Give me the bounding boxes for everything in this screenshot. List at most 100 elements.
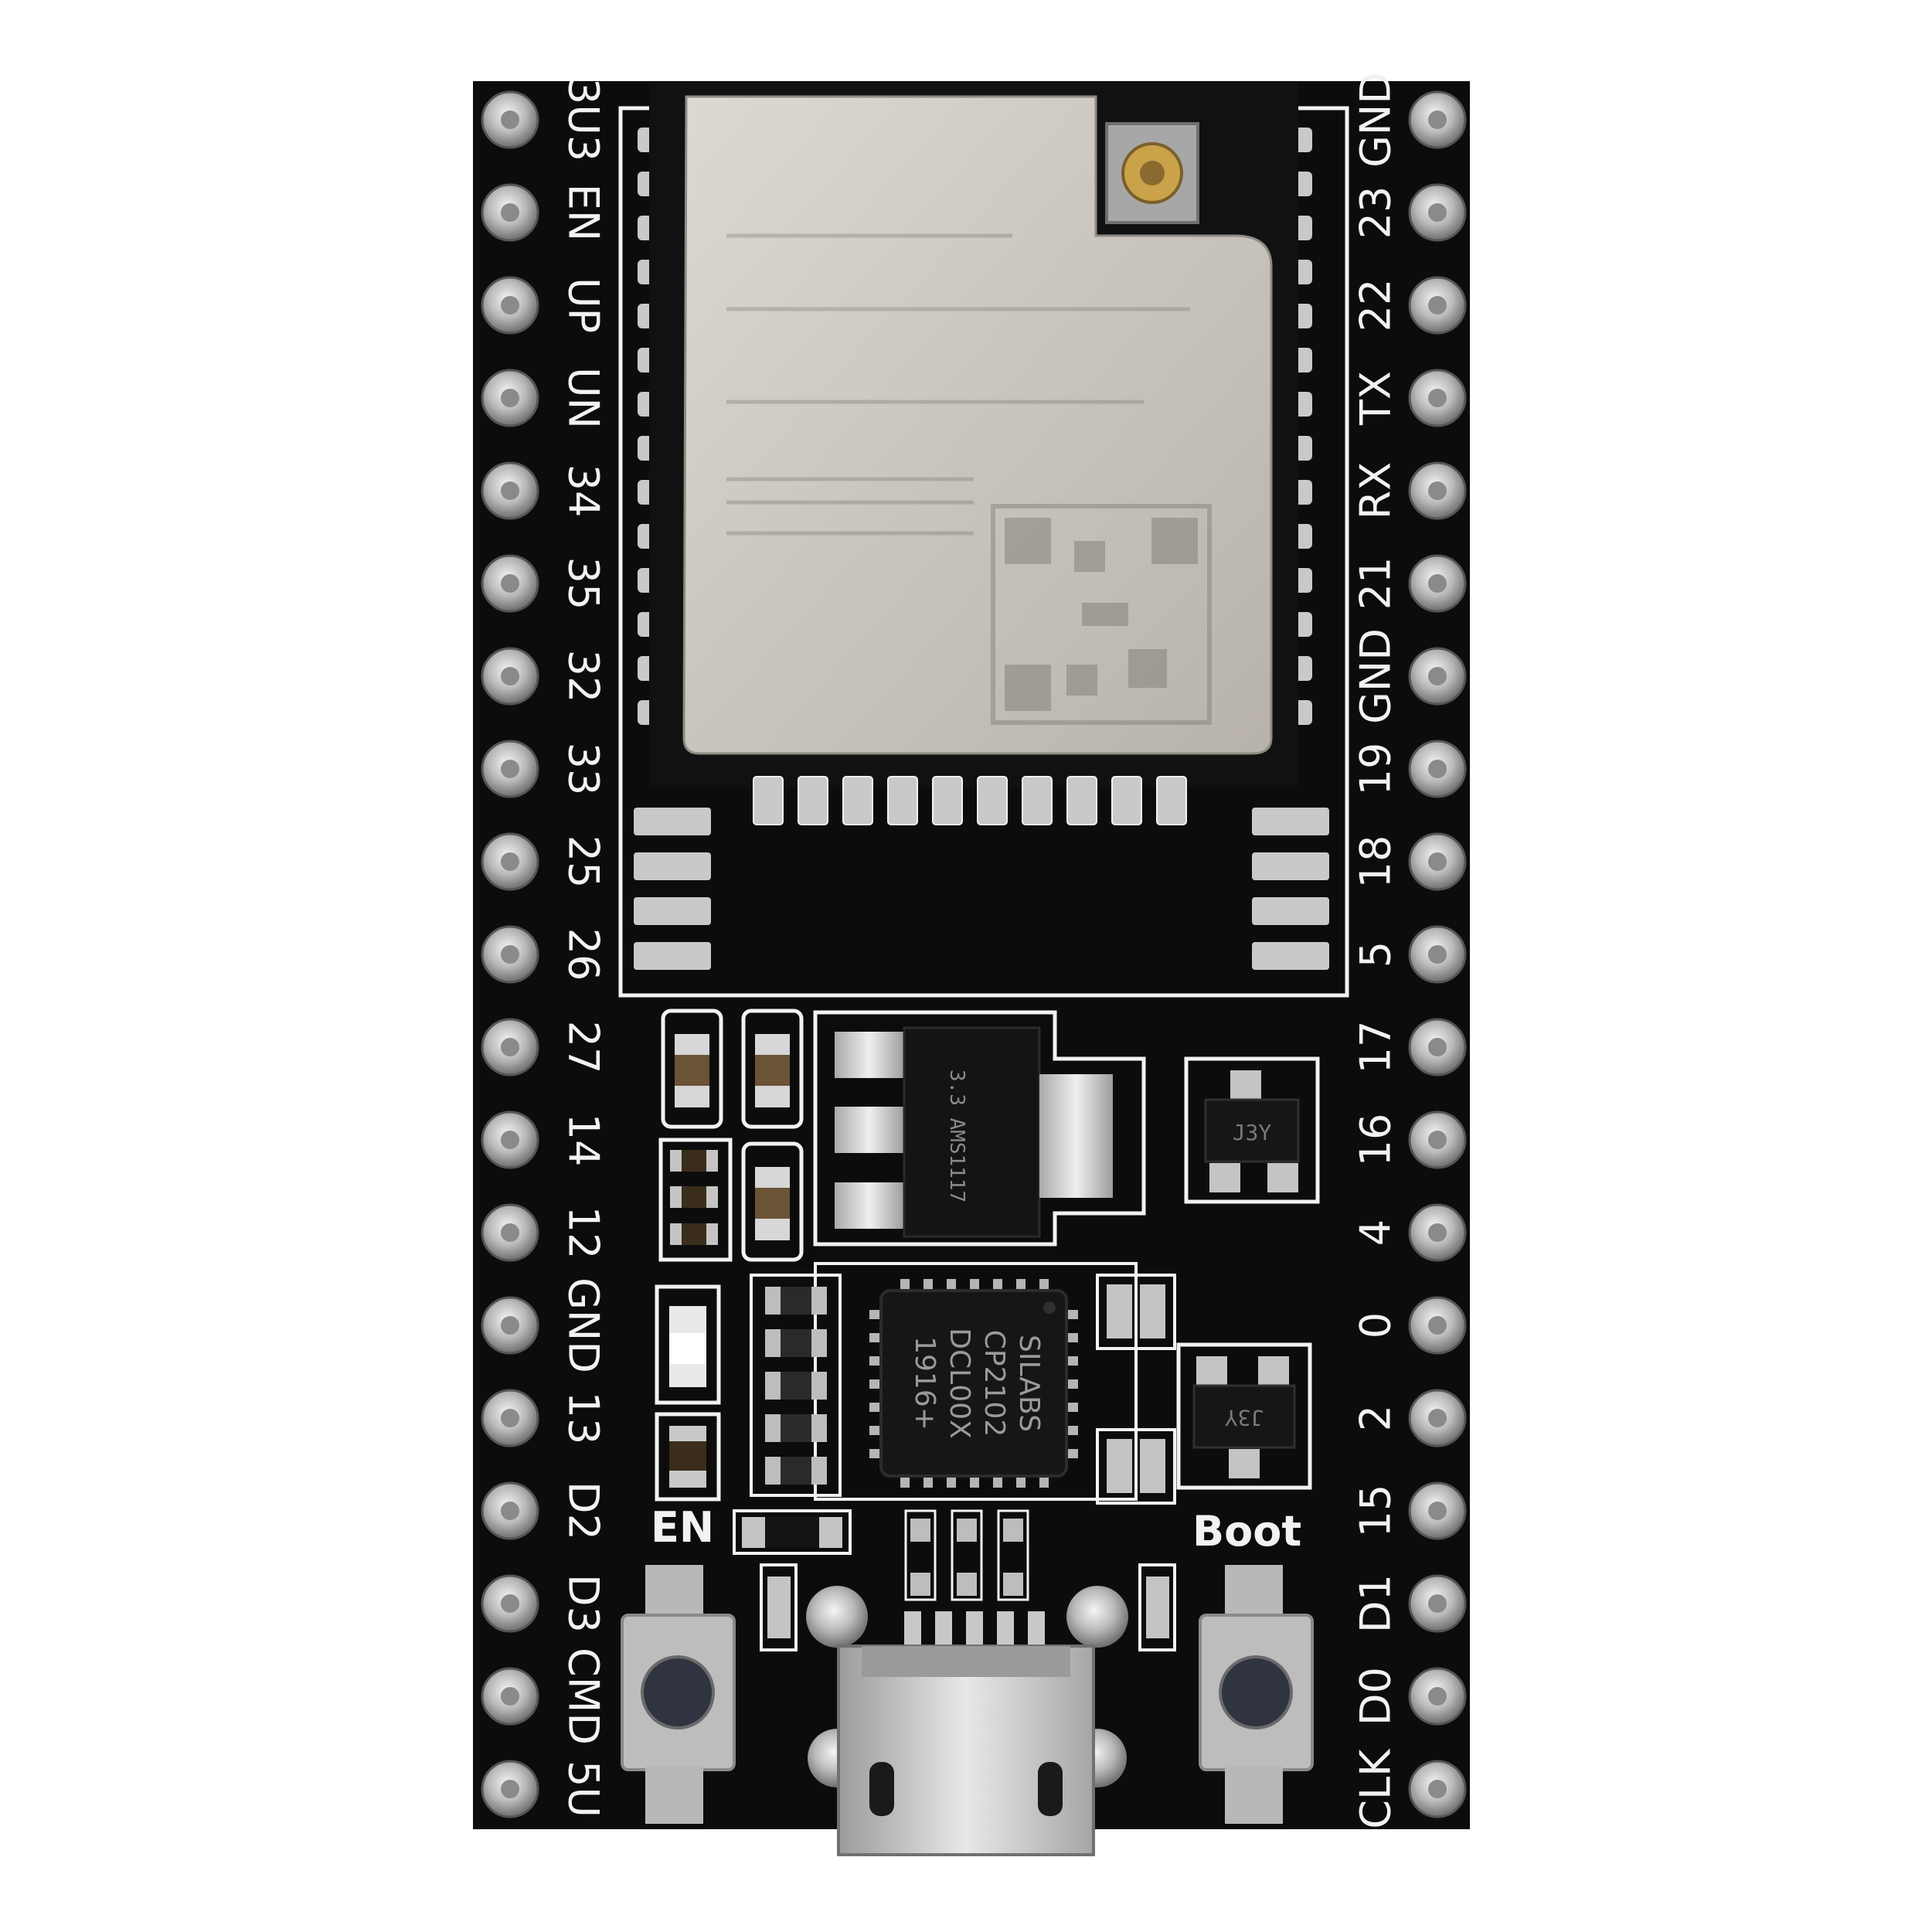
right-pin-label: 5: [1352, 941, 1400, 968]
right-header-pin-hole: [1428, 1038, 1447, 1056]
right-pin-label: GND: [1352, 72, 1400, 168]
right-pin-label: 4: [1352, 1219, 1400, 1246]
left-header-pin-hole: [501, 111, 519, 129]
left-pin-label: 12: [560, 1206, 608, 1260]
left-header-pin-hole: [501, 1223, 519, 1242]
left-pin-label: 25: [560, 835, 608, 889]
left-pin-label: 32: [560, 650, 608, 703]
left-header-pin-hole: [501, 1502, 519, 1520]
right-header-pin-hole: [1428, 111, 1447, 129]
right-header-pin-hole: [1428, 945, 1447, 964]
left-pin-label: 13: [560, 1392, 608, 1445]
left-header-pin-hole: [501, 574, 519, 593]
right-header-pin-hole: [1428, 1316, 1447, 1335]
left-header-pin-hole: [501, 481, 519, 500]
right-header-pin-hole: [1428, 296, 1447, 315]
right-pin-label: 2: [1352, 1405, 1400, 1431]
right-header-pin-hole: [1428, 389, 1447, 407]
right-pin-label: GND: [1352, 628, 1400, 724]
en-label: EN: [651, 1503, 714, 1552]
cp2102-chip: [879, 1289, 1068, 1478]
boot-label: Boot: [1192, 1507, 1301, 1556]
right-pin-label: 19: [1352, 743, 1400, 796]
right-header-pin-hole: [1428, 1409, 1447, 1427]
right-pin-label: 23: [1352, 186, 1400, 240]
left-header-pin-hole: [501, 1780, 519, 1798]
resistor-array: [750, 1274, 842, 1497]
left-header-pin-hole: [501, 203, 519, 222]
right-pin-label: 16: [1352, 1114, 1400, 1167]
module-bottom-pad: [887, 776, 918, 825]
right-pin-label: 18: [1352, 835, 1400, 889]
side-pad-left: [634, 897, 711, 925]
module-bottom-pad: [842, 776, 873, 825]
en-button[interactable]: [621, 1565, 736, 1824]
module-bottom-pad: [1156, 776, 1187, 825]
right-header-pin-hole: [1428, 1223, 1447, 1242]
usb-esd-parts: [733, 1509, 1176, 1651]
module-bottom-pad: [1111, 776, 1142, 825]
right-header-pin-hole: [1428, 1780, 1447, 1798]
right-pin-label: 22: [1352, 279, 1400, 332]
left-header-pin-hole: [501, 296, 519, 315]
left-pin-label: 34: [560, 464, 608, 518]
left-pin-label: UP: [560, 277, 608, 333]
right-pin-label: RX: [1352, 462, 1400, 520]
left-header-pin-hole: [501, 1316, 519, 1335]
right-header-pin-hole: [1428, 1131, 1447, 1149]
left-header-pin-hole: [501, 945, 519, 964]
side-pad-left: [634, 852, 711, 880]
transistor-bottom: J3Y: [1176, 1342, 1312, 1490]
chip-line-3: DCL00X: [944, 1328, 975, 1438]
left-pin-label: 3U3: [560, 78, 608, 162]
micro-usb-connector[interactable]: [806, 1586, 1128, 1856]
right-header-pin-hole: [1428, 481, 1447, 500]
left-header-pin-hole: [501, 1131, 519, 1149]
right-pin-label: 17: [1352, 1021, 1400, 1074]
transistor-top-marking: J3Y: [1233, 1120, 1272, 1145]
left-pin-label: 5U: [560, 1760, 608, 1818]
side-pad-right: [1252, 852, 1329, 880]
right-pin-label: CLK: [1352, 1748, 1400, 1829]
right-header-pin-hole: [1428, 760, 1447, 778]
left-pin-label: GND: [560, 1277, 608, 1373]
regulator-marking: 3.3 AMS1117: [945, 1070, 968, 1202]
right-header-pin-hole: [1428, 1687, 1447, 1706]
chip-pin1-dot: [1043, 1301, 1056, 1314]
smd-passives-top: [658, 1009, 804, 1262]
left-pin-label: CMD: [560, 1648, 608, 1745]
left-header-pin-hole: [501, 852, 519, 871]
right-header-pin-hole: [1428, 852, 1447, 871]
right-header-pin-hole: [1428, 667, 1447, 685]
module-bottom-pad: [1022, 776, 1053, 825]
shield-engraving: [726, 233, 1190, 536]
left-pin-label: 14: [560, 1114, 608, 1167]
chip-line-4: 1916+: [909, 1336, 940, 1430]
left-pin-header: [481, 90, 539, 1818]
qr-code: [991, 504, 1212, 725]
right-header-pin-hole: [1428, 574, 1447, 593]
voltage-regulator: 3.3 AMS1117: [813, 1010, 1146, 1247]
left-pin-label: 27: [560, 1021, 608, 1074]
module-bottom-pad: [753, 776, 784, 825]
left-header-pin-hole: [501, 1687, 519, 1706]
transistor-top: J3Y: [1184, 1056, 1320, 1204]
boot-button[interactable]: [1199, 1565, 1314, 1824]
chip-line-2: CP2102: [978, 1330, 1010, 1437]
left-header-pin-hole: [501, 760, 519, 778]
side-pad-right: [1252, 942, 1329, 970]
right-pin-label: 21: [1352, 557, 1400, 611]
left-pin-label: UN: [560, 367, 608, 429]
left-pin-labels: 3U3ENUPUN343532332526271412GND13D2D3CMD5…: [560, 78, 608, 1818]
module-bottom-pad: [798, 776, 828, 825]
side-pad-right: [1252, 808, 1329, 835]
side-pad-right: [1252, 897, 1329, 925]
left-pin-label: EN: [560, 184, 608, 242]
transistor-bottom-marking: J3Y: [1225, 1405, 1264, 1430]
left-header-pin-hole: [501, 1038, 519, 1056]
left-pin-label: 33: [560, 743, 608, 796]
right-pin-label: 15: [1352, 1485, 1400, 1538]
left-pin-label: D2: [560, 1481, 608, 1540]
